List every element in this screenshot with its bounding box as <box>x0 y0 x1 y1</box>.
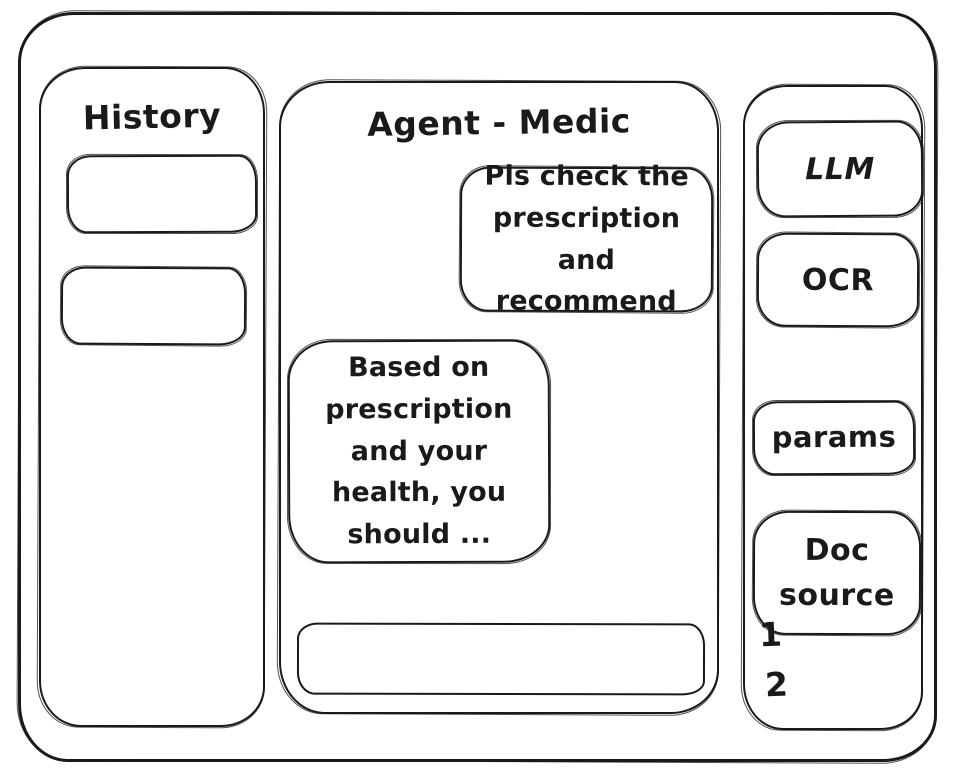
llm-button-label: LLM <box>805 151 875 187</box>
message-input[interactable] <box>296 622 706 696</box>
user-message-bubble: Pls check the prescription and recommend <box>459 160 714 318</box>
doc-source-item-2: 2 <box>764 664 789 705</box>
agent-message-bubble: Based on prescription and your health, y… <box>287 339 551 564</box>
chat-panel: Agent - Medic Pls check the prescription… <box>279 81 719 714</box>
params-button-label: params <box>771 419 897 455</box>
history-item[interactable] <box>66 154 258 234</box>
history-title: History <box>82 95 222 138</box>
ocr-button[interactable]: OCR <box>756 232 920 328</box>
agent-message-text: Based on prescription and your health, y… <box>325 351 513 551</box>
params-button[interactable]: params <box>752 400 916 476</box>
ocr-button-label: OCR <box>801 262 875 298</box>
doc-source-button-label: Doc source <box>778 532 895 614</box>
user-message-text: Pls check the prescription and recommend <box>484 160 690 318</box>
history-item[interactable] <box>60 266 247 346</box>
tools-sidebar: LLM OCR params Doc source 1 2 <box>743 85 924 730</box>
history-sidebar: History <box>39 67 265 727</box>
doc-source-item-1: 1 <box>758 614 783 655</box>
llm-button[interactable]: LLM <box>756 120 924 218</box>
chat-title: Agent - Medic <box>366 101 632 144</box>
app-window-frame: History Agent - Medic Pls check the pres… <box>18 12 937 762</box>
